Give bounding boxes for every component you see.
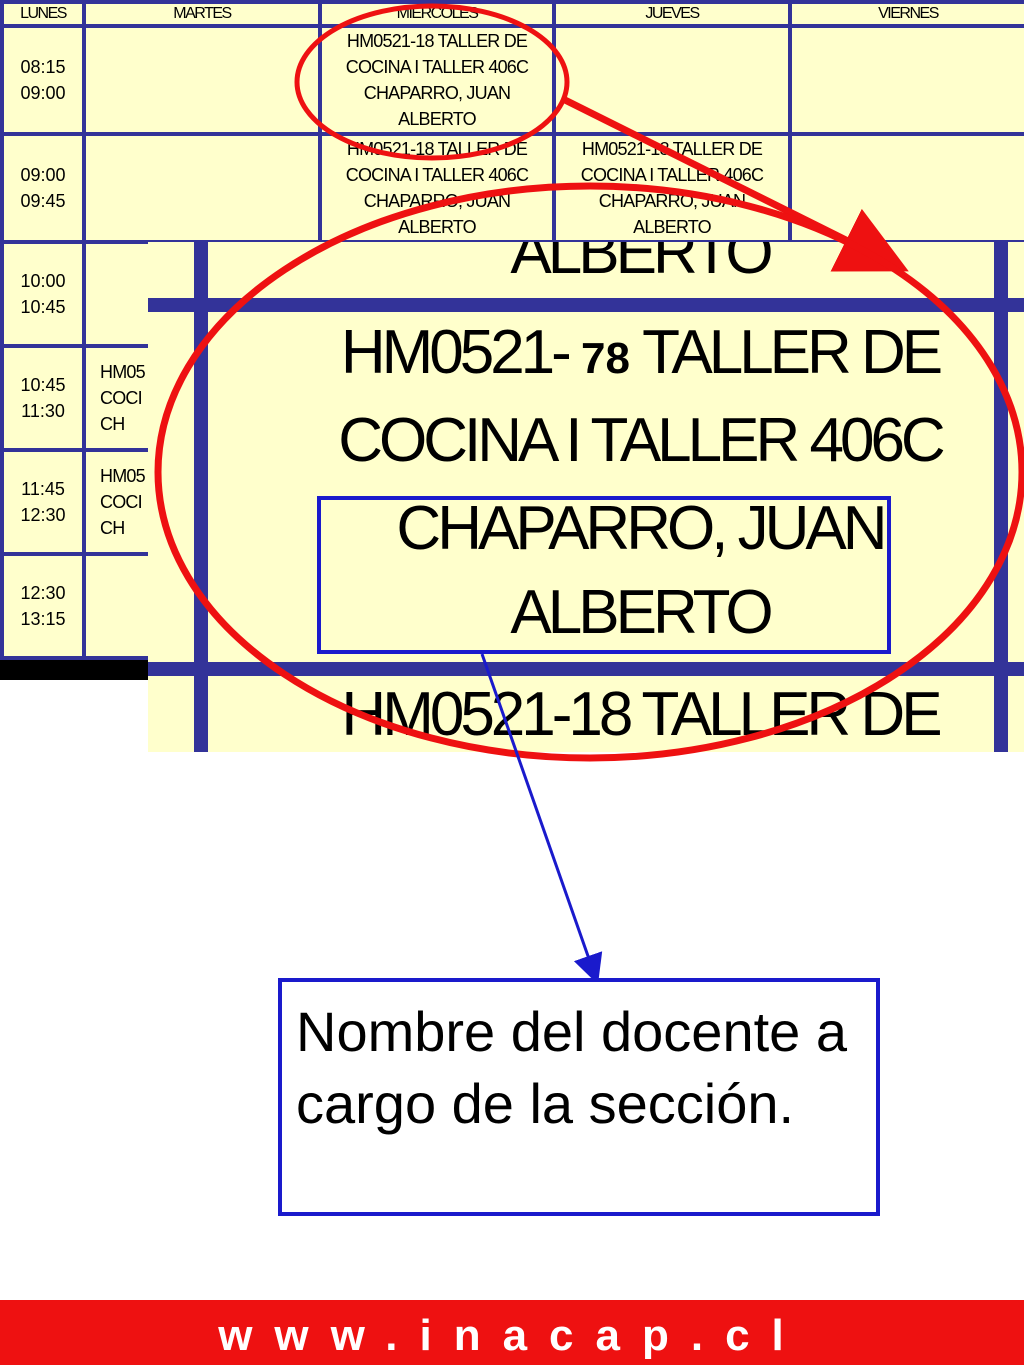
zoom-bottom-fragment: HM0521-18 TALLER DE bbox=[341, 680, 942, 749]
time-end: 09:45 bbox=[20, 191, 66, 211]
time-end: 10:45 bbox=[20, 297, 66, 317]
zoom-grid-line bbox=[148, 298, 1024, 312]
cell-line: ALBERTO bbox=[398, 217, 477, 237]
cell-line: CHAPARRO, JUAN bbox=[363, 191, 511, 211]
schedule-cell bbox=[82, 132, 322, 244]
cell-line: COCINA I TALLER 406C bbox=[580, 165, 764, 185]
zoom-top-fragment: ALBERTO bbox=[510, 242, 773, 287]
cell-line: CHAPARRO, JUAN bbox=[598, 191, 746, 211]
time-end: 12:30 bbox=[20, 505, 66, 525]
footer-url[interactable]: www.inacap.cl bbox=[0, 1300, 1024, 1365]
cell-line: HM0521-18 TALLER DE bbox=[346, 31, 528, 51]
cell-line: COCI bbox=[100, 492, 143, 512]
time-slot: 09:00 09:45 bbox=[0, 132, 86, 244]
cell-line: HM05 bbox=[100, 466, 146, 486]
header-martes: MARTES bbox=[82, 0, 322, 28]
time-slot: 08:15 09:00 bbox=[0, 24, 86, 136]
time-start: 12:30 bbox=[20, 583, 66, 603]
cell-line: COCINA I TALLER 406C bbox=[345, 165, 529, 185]
time-end: 13:15 bbox=[20, 609, 66, 629]
cell-line: CH bbox=[100, 414, 125, 434]
schedule-cell: HM0521-18 TALLER DE COCINA I TALLER 406C C… bbox=[318, 132, 556, 244]
cell-line: ALBERTO bbox=[633, 217, 712, 237]
schedule-cell bbox=[82, 24, 322, 136]
schedule-cell bbox=[788, 24, 1024, 136]
schedule-cell bbox=[788, 132, 1024, 244]
schedule-cell: HM0521-18 TALLER DE COCINA I TALLER 406C C… bbox=[318, 24, 556, 136]
time-start: 08:15 bbox=[20, 57, 66, 77]
cell-line: COCINA I TALLER 406C bbox=[345, 57, 529, 77]
header-miercoles: MIÉRCOLES bbox=[318, 0, 556, 28]
cell-line: COCI bbox=[100, 388, 143, 408]
time-slot: 11:45 12:30 bbox=[0, 448, 86, 556]
header-lunes: LUNES bbox=[0, 0, 86, 28]
schedule-row: 09:00 09:45 HM0521-18 TALLER DE COCINA I TA… bbox=[0, 132, 1024, 244]
schedule-cell bbox=[552, 24, 792, 136]
header-viernes: VIERNES bbox=[788, 0, 1024, 28]
time-end: 09:00 bbox=[20, 83, 66, 103]
time-start: 09:00 bbox=[20, 165, 66, 185]
schedule-cell: HM0521-18 TALLER DE COCINA I TALLER 406C C… bbox=[552, 132, 792, 244]
cell-line: HM05 bbox=[100, 362, 146, 382]
time-slot: 12:30 13:15 bbox=[0, 552, 86, 660]
cell-line: ALBERTO bbox=[398, 109, 477, 129]
cell-line: CH bbox=[100, 518, 125, 538]
schedule-header-row: LUNES MARTES MIÉRCOLES JUEVES VIERNES bbox=[0, 0, 1024, 28]
teacher-name-highlight bbox=[317, 496, 891, 654]
time-start: 11:45 bbox=[21, 479, 65, 499]
header-jueves: JUEVES bbox=[552, 0, 792, 28]
cell-line: CHAPARRO, JUAN bbox=[363, 83, 511, 103]
time-slot: 10:00 10:45 bbox=[0, 240, 86, 348]
callout-box: Nombre del docente a cargo de la sección… bbox=[278, 978, 880, 1216]
time-slot: 10:45 11:30 bbox=[0, 344, 86, 452]
time-start: 10:45 bbox=[20, 375, 66, 395]
zoom-grid-line bbox=[148, 662, 1024, 676]
zoom-course-name: COCINA I TALLER 406C bbox=[338, 406, 945, 475]
cell-line: HM0521-18 TALLER DE bbox=[581, 139, 763, 159]
time-end: 11:30 bbox=[21, 401, 65, 421]
schedule-row: 08:15 09:00 HM0521-18 TALLER DE COCINA I TA… bbox=[0, 24, 1024, 136]
time-start: 10:00 bbox=[20, 271, 66, 291]
cell-line: HM0521-18 TALLER DE bbox=[346, 139, 528, 159]
zoom-course-code: HM0521- 78 TALLER DE bbox=[340, 318, 943, 387]
